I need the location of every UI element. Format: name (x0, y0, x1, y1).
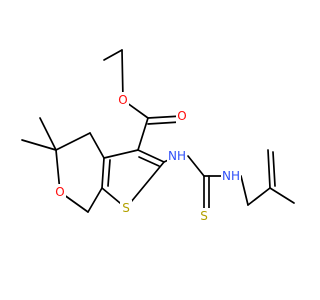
bond-cme-ch2-double (267, 149, 271, 189)
bond-nh1-cs (187, 155, 205, 177)
bond-nh2-ch2 (240, 175, 249, 206)
bg-amine-nitrogen-1 (167, 148, 187, 164)
atom-amine-nitrogen-1: NH (168, 149, 186, 163)
atom-pyran-oxygen: O (55, 185, 64, 199)
bond-c5-me-b (39, 117, 57, 151)
bond-cme-me (269, 187, 295, 204)
bond-carbonyl-c3 (137, 117, 149, 151)
bg-thiocarbonyl-sulfur (198, 208, 210, 224)
bond-c7a-c3a (101, 157, 105, 189)
bg-ester-carbonyl-oxygen (176, 108, 188, 124)
atom-amine-nitrogen-2: NH (222, 169, 240, 183)
bg-pyran-oxygen (54, 184, 66, 200)
bond-ch2-cme (247, 187, 271, 206)
bond-cme-ch2-double-2 (272, 151, 276, 187)
atom-thiocarbonyl-sulfur: S (200, 209, 208, 223)
bond-c7-c7a (87, 187, 103, 213)
bond-carbonyl-c-o-double-2 (147, 121, 181, 125)
bond-c2-s (125, 161, 165, 209)
bond-ethyl-ch3-ch2 (103, 49, 123, 61)
bond-c3a-c4 (89, 132, 105, 159)
atom-ester-ether-oxygen: O (118, 93, 127, 107)
bond-ethyl-ch2-o (121, 49, 124, 101)
bond-c5-me-a (21, 139, 57, 151)
bond-layer (21, 49, 295, 213)
molecule-structure: O O O S NH NH S (21, 49, 295, 224)
bg-amine-nitrogen-2 (221, 168, 241, 184)
atom-thiophene-sulfur: S (122, 201, 130, 215)
bond-c3a-c3 (103, 149, 139, 159)
bg-ester-ether-oxygen (117, 92, 129, 108)
bond-c7a-c3a-inner (107, 159, 111, 187)
atom-label-layer: O O O S NH NH S (54, 92, 241, 224)
bg-thiophene-sulfur (120, 200, 132, 216)
bond-c3-c2-inner (138, 156, 160, 167)
bond-c3-c2 (137, 149, 165, 163)
bond-c4-c5 (55, 132, 91, 151)
atom-ester-carbonyl-oxygen: O (177, 109, 186, 123)
